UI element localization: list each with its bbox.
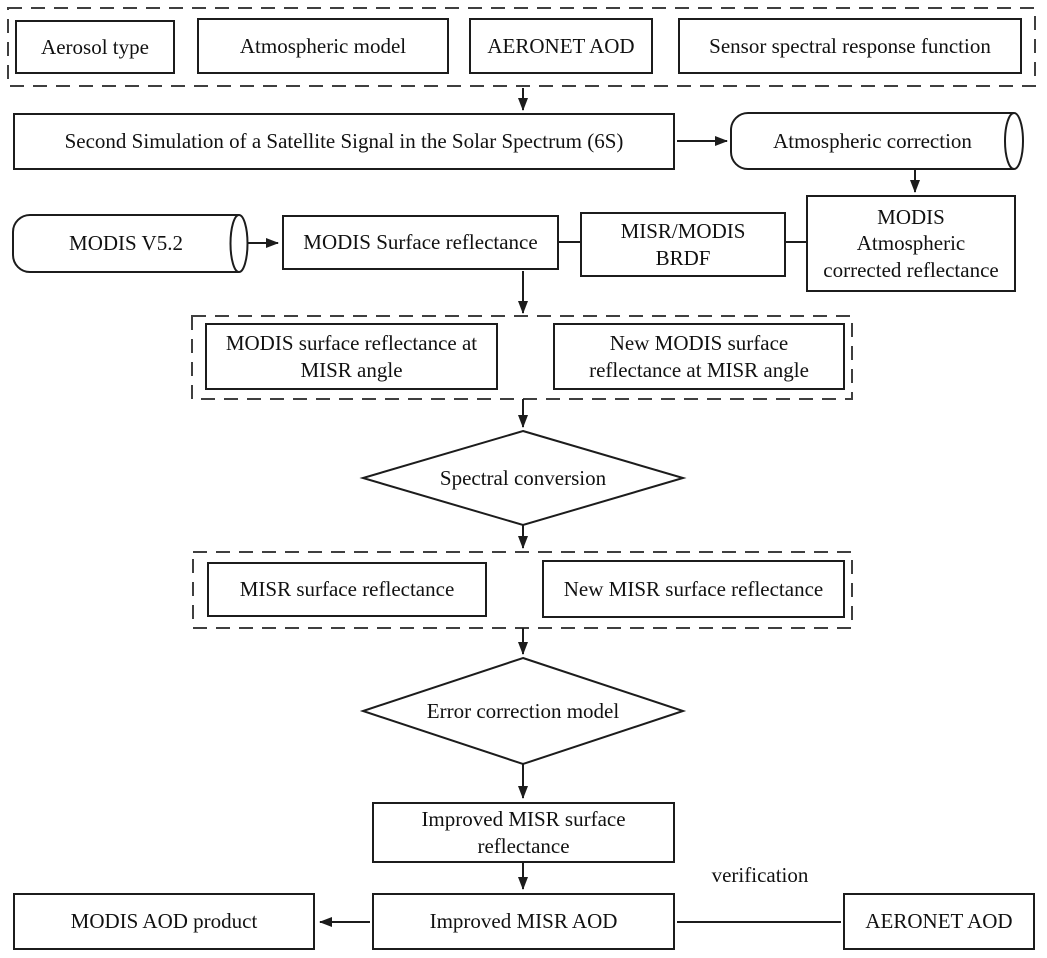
node-aeronet-aod-bottom: AERONET AOD bbox=[843, 893, 1035, 950]
node-label: MISR surface reflectance bbox=[239, 577, 455, 602]
edge-label-verification: verification bbox=[695, 862, 825, 888]
node-sensor-spectral-response: Sensor spectral response function bbox=[678, 18, 1022, 74]
node-modis-aod-product: MODIS AOD product bbox=[13, 893, 315, 950]
node-aeronet-aod-top: AERONET AOD bbox=[469, 18, 653, 74]
diamond-error-correction-model bbox=[359, 656, 687, 766]
node-new-modis-sr-misr-angle: New MODIS surface reflectance at MISR an… bbox=[553, 323, 845, 390]
node-six-s: Second Simulation of a Satellite Signal … bbox=[13, 113, 675, 170]
inputs-group-dashed-border bbox=[7, 7, 1036, 87]
node-label: Atmospheric model bbox=[239, 33, 407, 58]
node-label: Spectral conversion bbox=[439, 465, 607, 490]
node-label-line: Atmospheric bbox=[856, 231, 966, 256]
node-label: MODIS AOD product bbox=[70, 909, 258, 934]
node-aerosol-type: Aerosol type bbox=[15, 20, 175, 74]
node-label-line: BRDF bbox=[655, 245, 711, 270]
node-label-line: Improved MISR surface bbox=[421, 807, 626, 832]
node-modis-surface-reflectance: MODIS Surface reflectance bbox=[282, 215, 559, 270]
node-label: Second Simulation of a Satellite Signal … bbox=[64, 129, 624, 154]
node-label: AERONET AOD bbox=[487, 33, 635, 58]
node-label-line: MISR angle bbox=[300, 357, 403, 382]
node-label-line: reflectance at MISR angle bbox=[589, 357, 809, 382]
node-label: Aerosol type bbox=[41, 34, 149, 59]
node-atmospheric-correction-label: Atmospheric correction bbox=[731, 113, 1014, 169]
cylinder-modis-v52 bbox=[12, 214, 239, 273]
node-label: Atmospheric correction bbox=[773, 128, 972, 153]
edge-label-text: verification bbox=[711, 862, 809, 887]
node-label-line: MISR/MODIS bbox=[620, 219, 746, 244]
node-label: MODIS V5.2 bbox=[69, 231, 183, 256]
node-misr-modis-brdf: MISR/MODIS BRDF bbox=[580, 212, 786, 277]
node-misr-surface-reflectance: MISR surface reflectance bbox=[207, 562, 487, 617]
node-label-line: reflectance bbox=[477, 833, 570, 858]
node-improved-misr-sr: Improved MISR surface reflectance bbox=[372, 802, 675, 863]
cylinder-atmospheric-correction bbox=[730, 112, 1014, 170]
node-label-line: New MODIS surface bbox=[609, 331, 789, 356]
node-error-correction-model-label: Error correction model bbox=[383, 688, 663, 734]
node-label: Improved MISR AOD bbox=[429, 909, 618, 934]
node-label: New MISR surface reflectance bbox=[563, 576, 824, 601]
diamond-spectral-conversion bbox=[359, 429, 687, 527]
node-label: Sensor spectral response function bbox=[709, 33, 991, 58]
node-label: AERONET AOD bbox=[865, 909, 1013, 934]
node-label-line: MODIS surface reflectance at bbox=[225, 331, 478, 356]
node-label: Error correction model bbox=[426, 698, 620, 723]
cylinder-modis-v52-end-cap bbox=[229, 214, 249, 273]
node-modis-v52-label: MODIS V5.2 bbox=[13, 215, 239, 272]
node-modis-sr-misr-angle: MODIS surface reflectance at MISR angle bbox=[205, 323, 498, 390]
node-atmospheric-model: Atmospheric model bbox=[197, 18, 449, 74]
node-label-line: MODIS bbox=[877, 204, 945, 229]
modis-angle-group-dashed-border bbox=[191, 315, 853, 400]
cylinder-atmospheric-correction-end-cap bbox=[1004, 112, 1024, 170]
node-modis-atm-corrected: MODIS Atmospheric corrected reflectance bbox=[806, 195, 1016, 292]
node-label: MODIS Surface reflectance bbox=[303, 230, 538, 255]
node-spectral-conversion-label: Spectral conversion bbox=[393, 455, 653, 501]
node-improved-misr-aod: Improved MISR AOD bbox=[372, 893, 675, 950]
node-label-line: corrected reflectance bbox=[823, 257, 999, 282]
node-new-misr-surface-reflectance: New MISR surface reflectance bbox=[542, 560, 845, 618]
